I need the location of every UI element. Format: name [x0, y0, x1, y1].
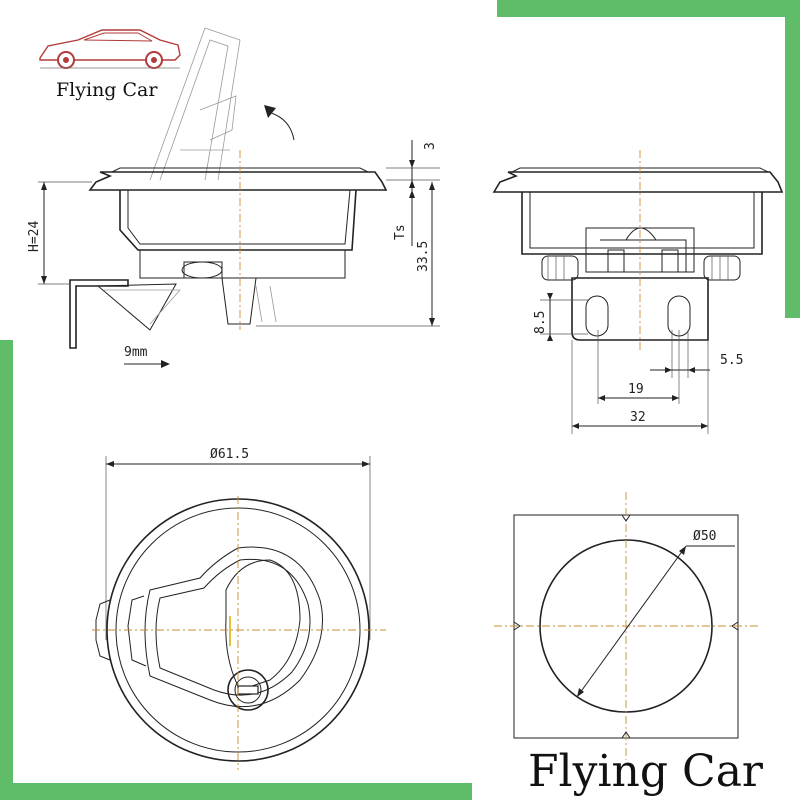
travel-arrow-icon [161, 360, 170, 368]
height-label: H=24 [27, 221, 42, 252]
slot-height-label: 8.5 [533, 311, 548, 334]
travel-label: 9mm [124, 345, 148, 360]
slot-spacing-label: 19 [628, 382, 644, 397]
ts-label: Ts [393, 224, 408, 240]
car-logo-icon [39, 29, 181, 69]
cutout-diameter-label: Ø50 [693, 529, 716, 544]
bracket-width-label: 32 [630, 410, 646, 425]
front-view: 8.5 5.5 19 32 [492, 150, 784, 434]
bottom-left-bar [0, 783, 472, 800]
slot-width-label: 5.5 [720, 353, 743, 368]
top-view: Ø61.5 [92, 447, 386, 770]
top-thickness-label: 3 [423, 142, 438, 150]
cutout-view: Ø50 [494, 492, 760, 760]
side-view: H=24 3 Ts 33.5 9mm [27, 27, 440, 368]
keyhole-icon [237, 685, 259, 695]
left-lower-bar [0, 340, 13, 800]
lock-cylinder [227, 669, 269, 711]
logo-text: Flying Car [56, 79, 158, 101]
outer-diameter-label: Ø61.5 [210, 447, 249, 462]
flange [88, 171, 388, 191]
front-flange [492, 171, 784, 193]
rotation-arrow [267, 111, 295, 141]
housing-body [119, 189, 357, 251]
front-housing [521, 192, 763, 255]
recessed-handle [144, 546, 323, 708]
bracket-plate [571, 277, 709, 341]
left-slot [585, 295, 609, 337]
brand-logo: Flying Car [39, 29, 181, 101]
watermark-brand: Flying Car [528, 746, 764, 797]
top-right-bar [497, 0, 800, 17]
lifted-handle-ghost [149, 27, 241, 181]
total-depth-label: 33.5 [416, 241, 431, 272]
mount-bracket [69, 279, 129, 349]
right-upper-bar [785, 0, 800, 318]
